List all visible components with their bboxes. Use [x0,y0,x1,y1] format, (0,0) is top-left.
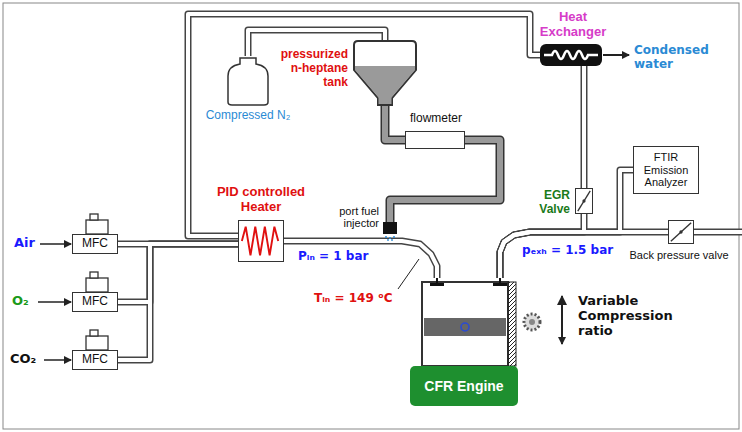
leader-line [398,259,419,289]
frame [3,3,739,429]
pipe-bore [390,140,500,222]
part-label: pressurized n-heptane tank [278,48,348,89]
compression-arrow [561,296,563,344]
analyzer-box: FTIR Emission Analyzer [633,146,699,194]
pipe-bore [385,106,405,140]
annotation: Tᵢₙ = 149 ᵒC [314,292,393,306]
box-label: MFC [82,295,108,309]
engine: CFR Engine [410,278,518,406]
flowmeter-box: flowmeter [405,131,465,149]
egr-valve: EGR Valve [575,188,593,214]
gas-pipe [118,244,238,302]
annotation: Air [14,236,35,251]
box-label: CFR Engine [424,378,503,394]
pipe-bore [118,244,238,360]
part-label: EGR Valve [526,189,570,217]
heater-box: PID controlled Heater [238,220,284,262]
part-label: flowmeter [396,112,476,126]
annotation: O₂ [12,294,29,309]
gas-pipe [284,241,437,278]
gas-pipe [500,170,633,278]
annotation: CO₂ [10,352,36,367]
box-label: MFC [82,237,108,251]
gas-bottle: Compressed N₂ [226,56,270,106]
mfc-box: MFC [72,234,118,254]
part-label: port fuel injector [325,205,379,230]
fuel-tank: pressurized n-heptane tank [352,40,418,106]
fuel-line [385,106,405,140]
annotation: Pᵢₙ = 1 bar [298,250,368,264]
condensate-arrow [603,54,629,56]
box-label: FTIR Emission Analyzer [636,151,696,189]
annotation: pₑₓₕ = 1.5 bar [522,244,613,258]
pipe-bore [118,244,238,302]
gas-pipe [118,244,238,360]
fuel-injector: port fuel injector [383,222,397,234]
pipe-bore [188,14,540,236]
outlet-pipe [694,232,742,233]
gas-pipe [188,14,540,236]
pipe-bore [284,241,437,278]
inlet-arrows [38,244,71,360]
gas-pipe [581,66,588,188]
mfc-box: MFC [72,350,118,370]
annotation: Variable Compression ratio [578,294,674,339]
compression-gear [524,314,540,330]
part-label: Heat Exchanger [536,10,610,40]
annotation: Condensed water [634,44,704,72]
back-pressure-valve: Back pressure valve [668,220,694,244]
fuel-line [390,140,500,222]
heat-exchanger: Heat Exchanger [540,44,602,66]
pipe-bore [582,66,586,188]
part-label: Compressed N₂ [196,109,300,123]
box-label: MFC [82,353,108,367]
pipe-bore [500,170,633,278]
mfc-box: MFC [72,292,118,312]
part-label: PID controlled Heater [203,185,319,215]
part-label: Back pressure valve [623,249,735,262]
